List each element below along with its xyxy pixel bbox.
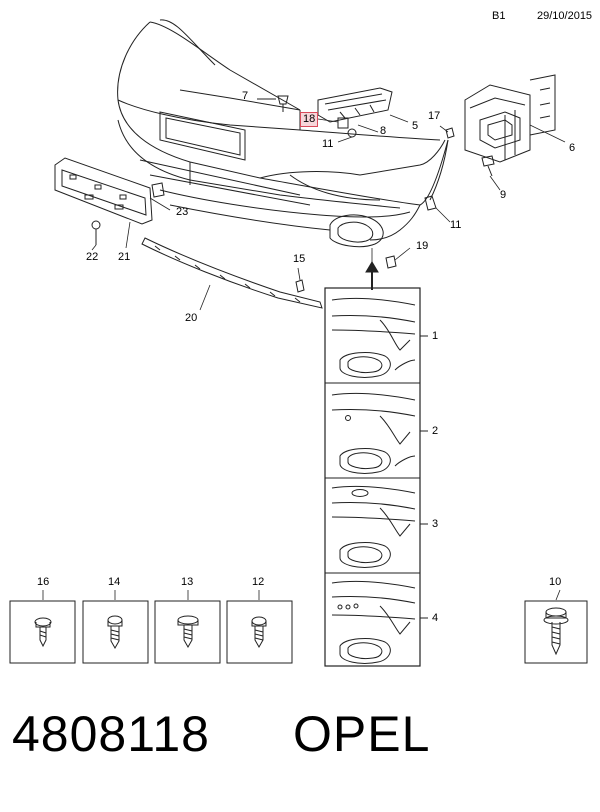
screw-7-drawing: [257, 95, 289, 112]
diagram-date: 29/10/2015: [537, 10, 593, 22]
page-code: B1: [492, 10, 506, 22]
bolt-10-drawing: [543, 607, 569, 656]
callout-5: 5: [412, 120, 419, 132]
variant-1-drawing: [331, 297, 416, 378]
callout-17: 17: [428, 110, 441, 122]
callout-20: 20: [185, 312, 198, 324]
clip-15-drawing: [295, 279, 305, 293]
clip-part-8: [337, 117, 349, 129]
callout-6: 6: [569, 142, 576, 154]
callout-1: 1: [432, 330, 439, 342]
callout-9: 9: [500, 189, 507, 201]
callout-3: 3: [432, 518, 439, 530]
clip-23-drawing: [151, 182, 165, 198]
clip-part-11: [347, 128, 357, 138]
callout-15: 15: [293, 253, 306, 265]
callout-22: 22: [86, 251, 99, 263]
upper-bracket-drawing: [317, 87, 393, 123]
part-number: 4808118: [12, 706, 210, 762]
callout-16: 16: [37, 576, 50, 588]
arrow-up-icon: [365, 261, 379, 273]
screw-9-drawing: [481, 155, 495, 177]
callout-14: 14: [108, 576, 121, 588]
clip-19-drawing: [385, 255, 397, 269]
brand-name: OPEL: [293, 706, 431, 762]
callout-8: 8: [380, 125, 387, 137]
screw-16-drawing: [34, 617, 52, 648]
screw-14-drawing: [107, 615, 123, 650]
callout-11-right: 11: [450, 219, 462, 231]
fastener-boxes: [9, 600, 588, 664]
callout-7: 7: [242, 90, 249, 102]
screw-12-drawing: [251, 616, 267, 649]
variant-3-drawing: [331, 485, 416, 568]
variant-panels: [324, 287, 421, 667]
callout-21: 21: [118, 251, 131, 263]
callout-23: 23: [176, 206, 189, 218]
bumper-cover-drawing: [117, 19, 449, 248]
clip-17-drawing: [445, 127, 455, 139]
variant-2-drawing: [331, 392, 416, 474]
callout-11-top: 11: [322, 138, 334, 150]
callout-12: 12: [252, 576, 265, 588]
lower-strip-drawing: [141, 237, 323, 309]
callout-18-highlighted: 18: [300, 112, 319, 127]
callout-2: 2: [432, 425, 439, 437]
tow-bracket-drawing: [464, 74, 556, 163]
callout-10: 10: [549, 576, 562, 588]
screw-22-drawing: [91, 220, 101, 245]
variant-4-drawing: [331, 580, 416, 664]
callout-13: 13: [181, 576, 194, 588]
screw-13-drawing: [177, 615, 199, 649]
leader-lines: [42, 114, 566, 601]
callout-4: 4: [432, 612, 439, 624]
callout-19: 19: [416, 240, 429, 252]
license-plate-bracket-drawing: [54, 157, 153, 225]
